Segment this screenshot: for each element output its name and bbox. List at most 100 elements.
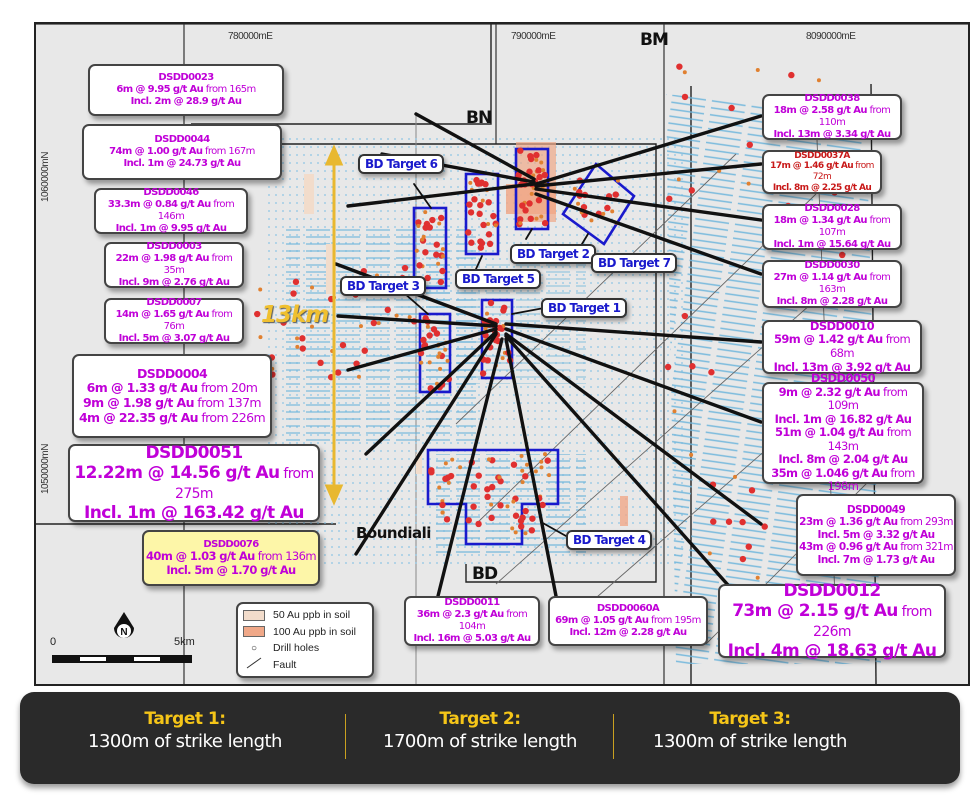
hole-id: DSDD0003 — [146, 241, 202, 253]
callout-dsdd0076[interactable]: DSDD0076 40m @ 1.03 g/t Au from 136m Inc… — [142, 530, 320, 586]
drill-hole — [443, 516, 451, 523]
target-label-3[interactable]: BD Target 3 — [340, 276, 427, 296]
included-intercept: Incl. 1m @ 163.42 g/t Au — [84, 503, 304, 524]
callout-dsdd0012[interactable]: DSDD0012 73m @ 2.15 g/t Au from 226m Inc… — [718, 581, 946, 661]
callout-dsdd0038[interactable]: DSDD0038 18m @ 2.58 g/t Au from 110m Inc… — [762, 93, 902, 140]
intercept: 18m @ 2.58 g/t Au — [773, 105, 868, 117]
included-intercept: Incl. 1m @ 24.73 g/t Au — [123, 157, 241, 169]
drill-hole — [733, 474, 738, 479]
callout-dsdd0037a[interactable]: DSDD0037A 17m @ 1.46 g/t Au from 72m Inc… — [762, 150, 882, 194]
target-label-5[interactable]: BD Target 5 — [455, 269, 542, 289]
drill-hole — [370, 319, 378, 327]
included-intercept: Incl. 12m @ 2.28 g/t Au — [569, 626, 687, 638]
drill-hole — [534, 157, 539, 162]
drill-hole — [416, 223, 421, 228]
drill-hole — [489, 502, 494, 507]
callout-dsdd0049[interactable]: DSDD0049 23m @ 1.36 g/t Au from 293m Inc… — [796, 494, 956, 576]
drill-hole — [518, 221, 523, 226]
depth: from 321m — [897, 541, 953, 554]
drill-hole — [480, 221, 487, 229]
drill-hole — [290, 290, 297, 297]
callout-dsdd0060a[interactable]: DSDD0060A 69m @ 1.05 g/t Au from 195m In… — [548, 596, 708, 646]
drill-hole — [419, 360, 424, 365]
drill-hole — [816, 78, 821, 83]
intercept: 12.22m @ 14.56 g/t Au — [74, 462, 280, 483]
depth: from 35m — [163, 253, 233, 276]
callout-dsdd0007[interactable]: DSDD0007 14m @ 1.65 g/t Au from 76m Incl… — [104, 297, 244, 344]
north-arrow-icon: N — [114, 612, 134, 638]
drill-hole — [428, 468, 435, 476]
drill-hole — [485, 199, 492, 206]
target-label-6[interactable]: BD Target 6 — [358, 154, 445, 174]
drill-hole — [534, 216, 539, 221]
callout-dsdd0051[interactable]: DSDD0051 12.22m @ 14.56 g/t Au from 275m… — [68, 443, 320, 524]
callout-dsdd0003[interactable]: DSDD0003 22m @ 1.98 g/t Au from 35m Incl… — [104, 241, 244, 288]
callout-dsdd0010[interactable]: DSDD0010 59m @ 1.42 g/t Au from 68m Incl… — [762, 319, 922, 374]
callout-dsdd0028[interactable]: DSDD0028 18m @ 1.34 g/t Au from 107m Inc… — [762, 203, 902, 250]
hole-id: DSDD0046 — [143, 187, 199, 199]
depth: from 107m — [818, 215, 891, 238]
callout-dsdd0030[interactable]: DSDD0030 27m @ 1.14 g/t Au from 163m Inc… — [762, 260, 902, 308]
drill-hole — [688, 187, 695, 194]
hole-id: DSDD0011 — [444, 597, 500, 609]
drill-hole — [612, 191, 619, 198]
target-label-4[interactable]: BD Target 4 — [566, 530, 653, 550]
drill-hole — [258, 287, 263, 292]
drill-hole — [415, 219, 422, 226]
drill-hole — [493, 223, 498, 228]
scale-bar — [52, 655, 192, 663]
drill-hole-icon: ○ — [250, 642, 258, 654]
callout-dsdd0050[interactable]: DSDD0050 9m @ 2.32 g/t Au from 109m Incl… — [762, 371, 924, 493]
drill-hole — [334, 369, 342, 376]
callout-dsdd0004[interactable]: DSDD0004 6m @ 1.33 g/t Au from 20m 9m @ … — [72, 354, 272, 438]
summary-title: Target 1: — [144, 709, 226, 729]
target-label-7[interactable]: BD Target 7 — [591, 253, 678, 273]
drill-hole — [420, 336, 427, 344]
target-label-2[interactable]: BD Target 2 — [510, 244, 597, 264]
drill-hole — [376, 321, 381, 326]
drill-hole — [295, 344, 300, 349]
drill-hole — [664, 363, 672, 371]
drill-hole — [510, 461, 518, 468]
depth: from 167m — [202, 146, 255, 158]
northing-label-2: 1050000mN — [40, 444, 51, 494]
intercept: 18m @ 1.34 g/t Au — [773, 215, 868, 227]
drill-hole — [484, 486, 491, 493]
target-label-1[interactable]: BD Target 1 — [541, 298, 628, 318]
target-summary-panel: Target 1: 1300m of strike length Target … — [20, 692, 960, 784]
included-intercept: Incl. 5m @ 3.07 g/t Au — [118, 332, 230, 344]
drill-hole — [496, 324, 503, 332]
northing-label-1: 1060000mN — [40, 152, 51, 202]
drill-hole — [358, 324, 363, 329]
callout-dsdd0011[interactable]: DSDD0011 36m @ 2.3 g/t Au from 104m Incl… — [404, 596, 540, 646]
drill-hole — [439, 501, 446, 509]
summary-target-3: Target 3: 1300m of strike length — [605, 709, 895, 752]
hole-id: DSDD0023 — [158, 72, 214, 84]
drill-hole — [708, 369, 715, 376]
drill-hole — [421, 234, 426, 239]
drill-hole — [438, 366, 443, 371]
callout-dsdd0046[interactable]: DSDD0046 33.3m @ 0.84 g/t Au from 146m I… — [94, 187, 248, 234]
span-label: 13km — [261, 302, 329, 328]
drill-hole — [541, 171, 548, 179]
drill-hole — [439, 267, 446, 275]
intercept: 6m @ 1.33 g/t Au — [86, 380, 199, 396]
drill-hole — [424, 274, 431, 282]
drill-hole — [470, 503, 477, 510]
intercept: 69m @ 1.05 g/t Au — [555, 615, 649, 627]
drill-hole — [839, 251, 846, 259]
callout-dsdd0044[interactable]: DSDD0044 74m @ 1.00 g/t Au from 167m Inc… — [82, 124, 282, 180]
included-intercept: Incl. 1m @ 9.95 g/t Au — [115, 222, 227, 234]
permit-label-bn: BN — [466, 108, 492, 128]
drill-hole — [280, 319, 287, 326]
depth: from 163m — [818, 272, 891, 295]
easting-label-1: 780000mE — [228, 31, 273, 42]
drill-hole — [527, 155, 535, 163]
hole-id: DSDD0044 — [154, 134, 210, 146]
included-intercept: Incl. 9m @ 2.76 g/t Au — [118, 276, 230, 288]
callout-dsdd0023[interactable]: DSDD0023 6m @ 9.95 g/t Au from 165m Incl… — [88, 64, 284, 116]
intercept: 40m @ 1.03 g/t Au — [146, 549, 255, 564]
drill-hole — [511, 499, 516, 504]
depth: from 137m — [193, 395, 261, 410]
intercept: 51m @ 1.04 g/t Au — [774, 425, 884, 440]
